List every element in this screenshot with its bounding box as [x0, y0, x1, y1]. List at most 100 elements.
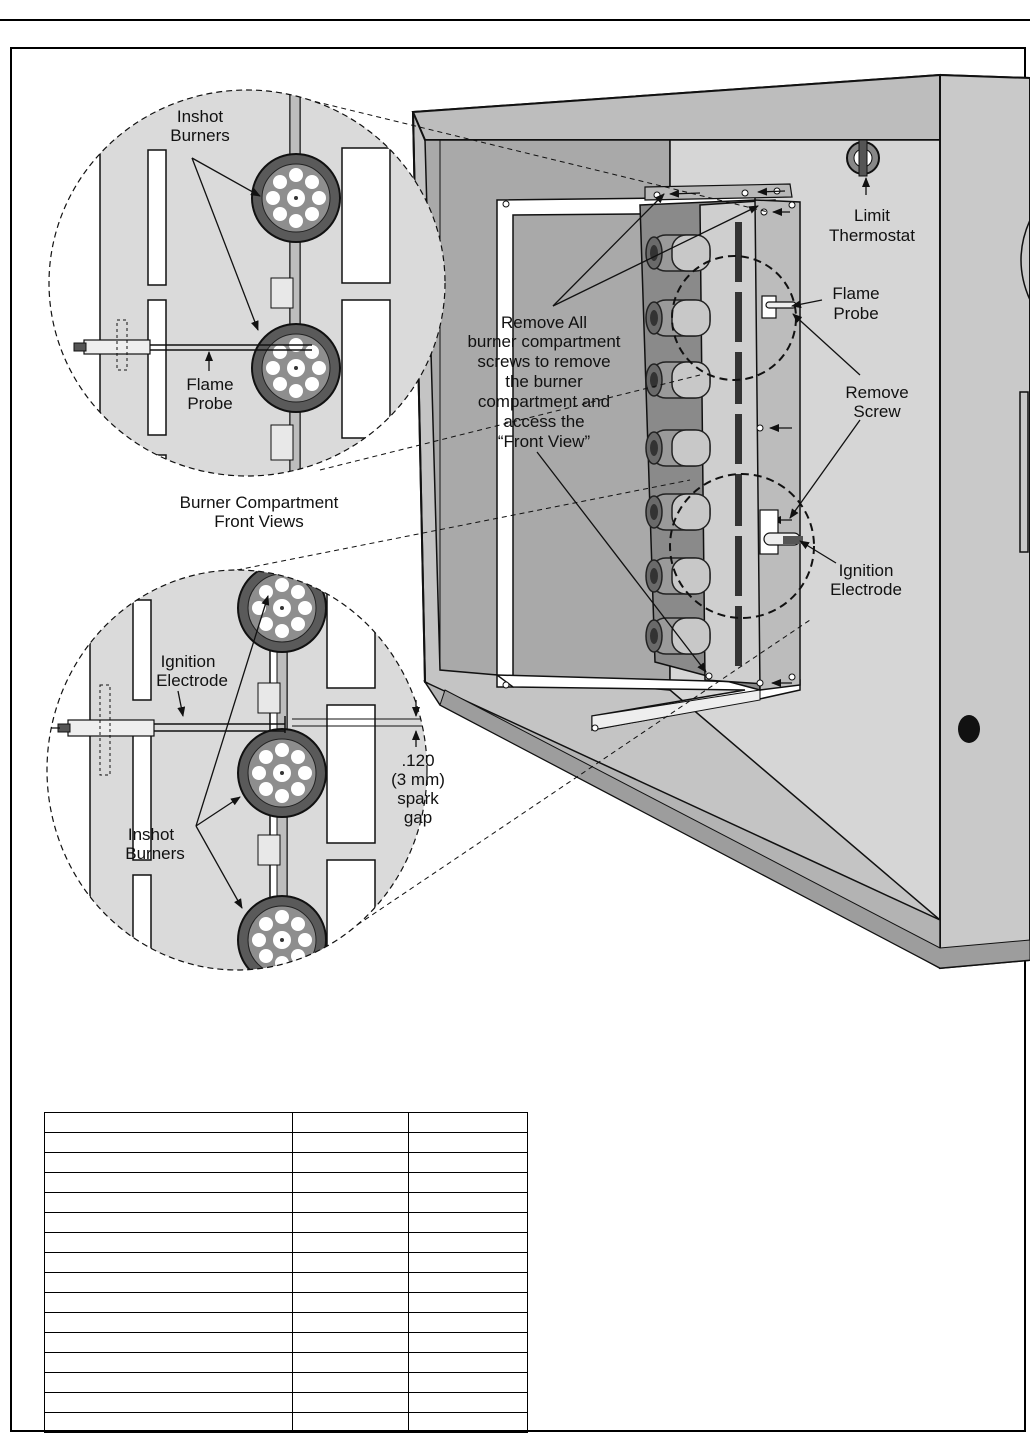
table-cell: [291, 1192, 410, 1213]
remove-screws-label-6: access the: [503, 412, 584, 431]
spark-gap-label-4: gap: [404, 808, 432, 827]
table-cell: [291, 1412, 410, 1433]
bottom-detail-view: [46, 569, 428, 971]
table-row: [44, 1312, 528, 1333]
table-cell: [408, 1252, 528, 1273]
burner-compartment: [494, 183, 815, 732]
table-cell: [291, 1332, 410, 1353]
table-cell: [408, 1232, 528, 1253]
limit-thermostat-icon: [846, 139, 880, 177]
table-cell: [291, 1232, 410, 1253]
table-cell: [44, 1212, 293, 1233]
table-row: [44, 1152, 528, 1173]
spark-gap-label-1: .120: [401, 751, 434, 770]
flame-probe-left-label-2: Probe: [187, 394, 232, 413]
table-cell: [408, 1292, 528, 1313]
table-cell: [291, 1292, 410, 1313]
table-cell: [408, 1372, 528, 1393]
table-row: [44, 1412, 528, 1433]
limit-thermostat-label-2: Thermostat: [829, 226, 915, 245]
table-cell: [291, 1252, 410, 1273]
inshot-burners-bottom-label-1: Inshot: [128, 825, 175, 844]
spark-gap-label-2: (3 mm): [391, 770, 445, 789]
table-cell: [44, 1272, 293, 1293]
table-cell: [44, 1252, 293, 1273]
flame-probe-right-label-1: Flame: [832, 284, 879, 303]
table-cell: [291, 1352, 410, 1373]
table-cell: [408, 1352, 528, 1373]
table-cell: [291, 1172, 410, 1193]
table-cell: [44, 1312, 293, 1333]
inshot-burners-bottom-label-2: Burners: [125, 844, 185, 863]
table-row: [44, 1252, 528, 1273]
table-row: [44, 1332, 528, 1353]
table-cell: [291, 1212, 410, 1233]
table-cell: [44, 1352, 293, 1373]
inshot-burners-top-label-2: Burners: [170, 126, 230, 145]
table-cell: [291, 1132, 410, 1153]
table-cell: [408, 1212, 528, 1233]
table-cell: [44, 1392, 293, 1413]
ignition-electrode-right-label-1: Ignition: [839, 561, 894, 580]
remove-screw-label-1: Remove: [845, 383, 908, 402]
table-cell: [291, 1372, 410, 1393]
top-detail-view: [48, 89, 446, 477]
table-cell: [291, 1112, 410, 1133]
table-row: [44, 1192, 528, 1213]
table-row: [44, 1172, 528, 1193]
table-cell: [408, 1332, 528, 1353]
table-cell: [44, 1372, 293, 1393]
table-cell: [44, 1292, 293, 1313]
figure-caption-2: Front Views: [214, 512, 303, 531]
table-cell: [408, 1392, 528, 1413]
table-cell: [44, 1112, 293, 1133]
table-cell: [44, 1412, 293, 1433]
table-cell: [291, 1392, 410, 1413]
table-cell: [408, 1272, 528, 1293]
table-cell: [44, 1132, 293, 1153]
table-row: [44, 1352, 528, 1373]
flame-probe-left-label-1: Flame: [186, 375, 233, 394]
header-rule: [0, 19, 1030, 21]
blank-table: [44, 1112, 528, 1433]
remove-screws-label-1: Remove All: [501, 313, 587, 332]
burner-compartment-figure: Inshot Burners Flame Probe Burner Compar…: [46, 73, 1030, 971]
callout-arrows: [177, 157, 870, 909]
table-cell: [291, 1152, 410, 1173]
table-cell: [408, 1112, 528, 1133]
table-cell: [44, 1192, 293, 1213]
table-cell: [408, 1192, 528, 1213]
table-row: [44, 1272, 528, 1293]
projection-lines: [236, 92, 811, 951]
table-row: [44, 1132, 528, 1153]
table-cell: [291, 1272, 410, 1293]
remove-screws-label-2: burner compartment: [467, 332, 620, 351]
table-row: [44, 1372, 528, 1393]
table-cell: [44, 1172, 293, 1193]
flame-probe-right-label-2: Probe: [833, 304, 878, 323]
table-cell: [408, 1172, 528, 1193]
remove-screws-label-4: the burner: [505, 372, 583, 391]
ignition-electrode-left-label-1: Ignition: [161, 652, 216, 671]
table-row: [44, 1112, 528, 1133]
table-row: [44, 1392, 528, 1413]
table-cell: [44, 1332, 293, 1353]
spark-gap-label-3: spark: [397, 789, 439, 808]
table-cell: [408, 1132, 528, 1153]
table-row: [44, 1292, 528, 1313]
table-cell: [44, 1232, 293, 1253]
ignition-electrode-right-label-2: Electrode: [830, 580, 902, 599]
remove-screws-label-7: “Front View”: [498, 432, 591, 451]
remove-screw-label-2: Screw: [853, 402, 901, 421]
table-row: [44, 1212, 528, 1233]
figure-caption-1: Burner Compartment: [180, 493, 339, 512]
table-cell: [408, 1312, 528, 1333]
limit-thermostat-label-1: Limit: [854, 206, 890, 225]
table-cell: [408, 1412, 528, 1433]
table-row: [44, 1232, 528, 1253]
remove-screws-label-5: compartment and: [478, 392, 610, 411]
table-cell: [44, 1152, 293, 1173]
ignition-electrode-left-label-2: Electrode: [156, 671, 228, 690]
table-cell: [291, 1312, 410, 1333]
remove-screws-label-3: screws to remove: [477, 352, 610, 371]
